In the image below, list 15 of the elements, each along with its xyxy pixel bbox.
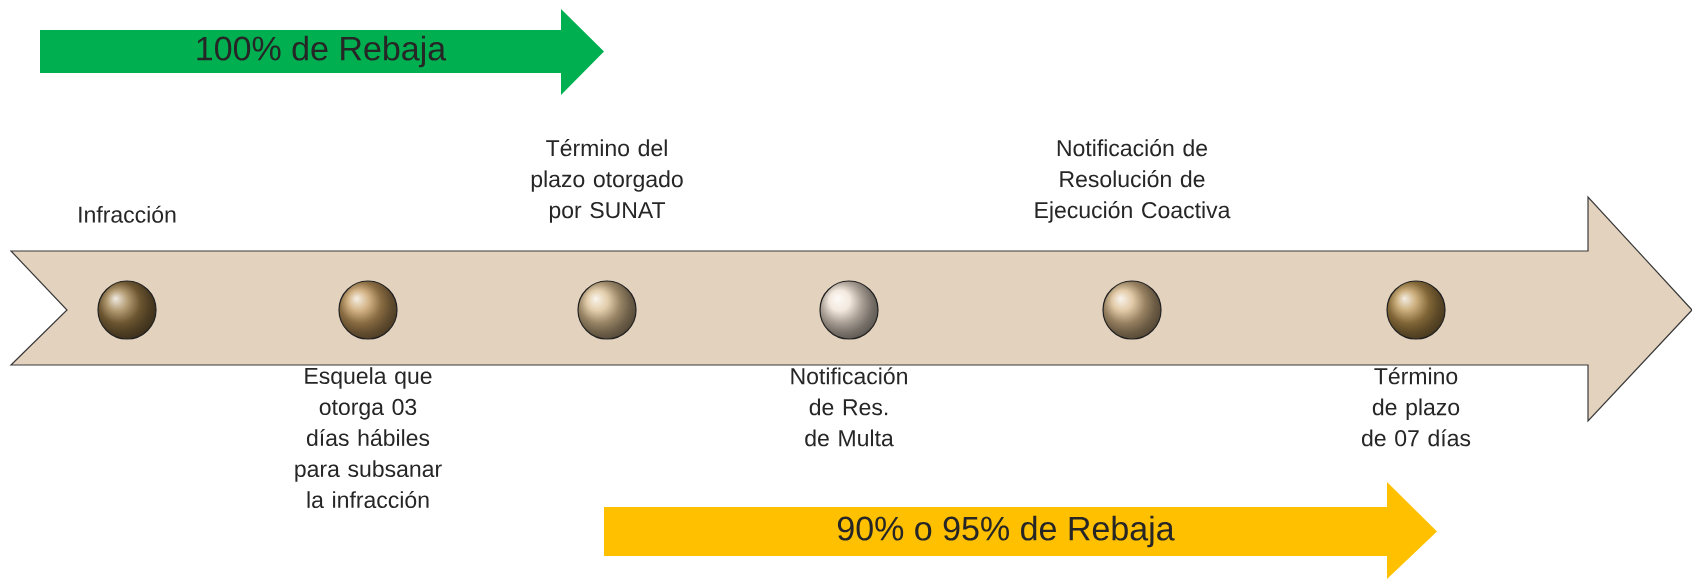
milestone-label: Término de plazo de 07 días xyxy=(1362,367,1471,447)
milestone-label: Esquela que otorga 03 días hábiles para subsanar la infracción xyxy=(295,367,442,509)
milestone-ball xyxy=(1102,280,1162,340)
milestone-ball xyxy=(338,280,398,340)
arrow-banner: 100% de Rebaja xyxy=(40,9,604,95)
milestone-label: Notificación de Res. de Multa xyxy=(791,367,907,447)
milestone-ball xyxy=(819,280,879,340)
arrow-banner: 90% o 95% de Rebaja xyxy=(604,482,1437,579)
milestone-ball xyxy=(577,280,637,340)
milestone-label: Infracción xyxy=(79,205,176,223)
milestone-ball xyxy=(1386,280,1446,340)
milestone-label: Término del plazo otorgado por SUNAT xyxy=(531,139,683,223)
timeline-arrow xyxy=(9,195,1692,423)
milestone-label: Notificación de Resolución de Ejecución Coactiva xyxy=(1035,139,1231,223)
milestone-ball xyxy=(97,280,157,340)
